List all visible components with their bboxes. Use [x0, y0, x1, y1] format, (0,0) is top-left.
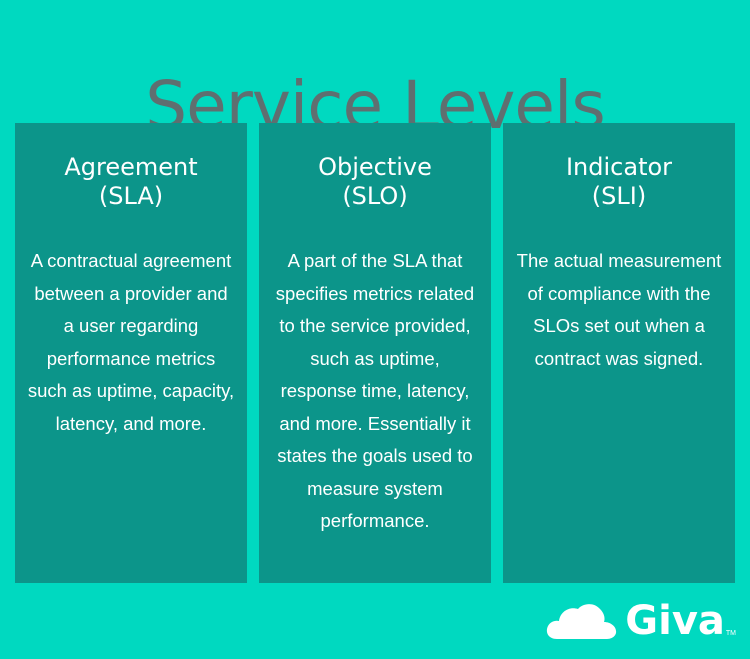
card-description: A contractual agreement between a provid… — [27, 250, 235, 434]
card-heading: Objective (SLO) — [271, 153, 479, 211]
card-heading-abbr: (SLA) — [98, 182, 164, 210]
card-heading-name: Objective — [318, 153, 432, 181]
card-heading-abbr: (SLI) — [591, 182, 647, 210]
cloud-icon — [547, 604, 617, 639]
card-indicator: Indicator (SLI) The actual measurement o… — [503, 123, 735, 583]
card-objective: Objective (SLO) A part of the SLA that s… — [259, 123, 491, 583]
card-description: A part of the SLA that specifies metrics… — [275, 250, 475, 531]
card-heading: Indicator (SLI) — [515, 153, 723, 211]
card-heading-name: Indicator — [565, 153, 673, 181]
brand-name: Giva — [625, 598, 725, 644]
card-heading: Agreement (SLA) — [27, 153, 235, 211]
card-heading-name: Agreement — [64, 153, 198, 181]
card-description: The actual measurement of compliance wit… — [516, 250, 722, 369]
card-heading-abbr: (SLO) — [342, 182, 408, 210]
trademark-mark: TM — [725, 630, 736, 637]
card-agreement: Agreement (SLA) A contractual agreement … — [15, 123, 247, 583]
brand-logo: Giva TM — [545, 597, 736, 645]
